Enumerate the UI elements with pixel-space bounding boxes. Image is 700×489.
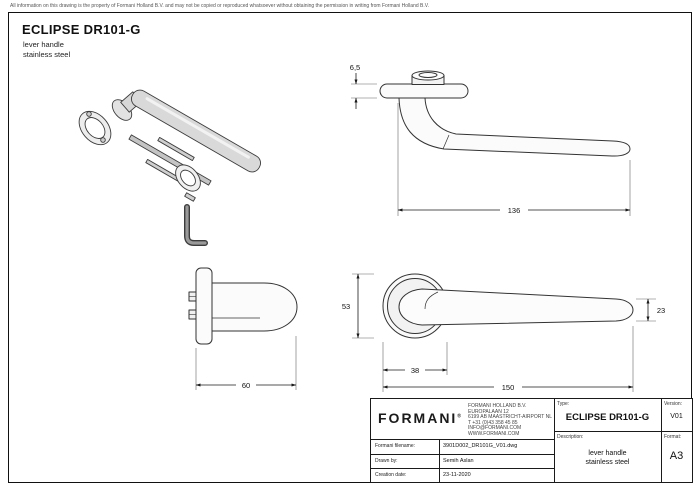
drawing-frame — [8, 12, 692, 483]
dim-rose-thickness: 6,5 — [350, 63, 377, 109]
product-subtitle-1: lever handle — [23, 40, 64, 49]
handle-grip — [131, 89, 261, 173]
version-value: V01 — [670, 413, 683, 420]
format-label: Format: — [664, 434, 682, 440]
dim-overall-length: 150 — [382, 326, 634, 393]
dim-projection: 136 — [397, 103, 631, 216]
screw-hole — [86, 111, 92, 117]
top-view — [379, 70, 631, 157]
dim-rose-width: 38 — [382, 342, 448, 392]
screw-hole — [100, 137, 106, 143]
type-label: Type: — [557, 401, 570, 407]
dim-label-grip-height: 23 — [657, 306, 665, 315]
format-value: A3 — [669, 450, 684, 462]
description-value: lever handle stainless steel — [585, 450, 630, 466]
type-value: ECLIPSE DR101-G — [565, 412, 650, 423]
dim-height: 53 — [338, 273, 374, 339]
lever — [398, 288, 634, 326]
creation-date-label: Creation date: — [375, 472, 407, 478]
front-view — [382, 273, 634, 339]
formani-logo: FORMANI® — [378, 410, 462, 426]
filename-value: 3901D002_DR101G_V01.dwg — [443, 443, 518, 449]
filename-label: Formani filename: — [375, 443, 416, 449]
side-view — [188, 267, 298, 345]
fixing-screw — [157, 136, 195, 162]
dim-label-overall-length: 150 — [502, 383, 515, 392]
dim-label-rose-width: 38 — [411, 366, 419, 375]
drawn-by-value: Semih Aslan — [443, 458, 474, 464]
product-subtitle-2: stainless steel — [23, 50, 71, 59]
description-label: Description: — [557, 434, 584, 440]
version-label: Version: — [664, 401, 683, 407]
drawn-by-label: Drawn by: — [375, 458, 398, 464]
grub-screw — [184, 192, 196, 202]
creation-date-value: 23-11-2020 — [443, 472, 471, 478]
exploded-view — [78, 89, 261, 246]
dim-grip-height: 23 — [636, 298, 665, 322]
dim-label-depth: 60 — [242, 381, 250, 390]
dim-depth: 60 — [195, 336, 297, 391]
dim-label-rose-thickness: 6,5 — [350, 63, 360, 72]
company-address: FORMANI HOLLAND B.V. EUROPALAAN 12 6199 … — [468, 403, 553, 437]
title-block: FORMANI® FORMANI HOLLAND B.V. EUROPALAAN… — [370, 398, 693, 483]
allen-key-icon — [184, 204, 208, 246]
copyright-disclaimer: All information on this drawing is the p… — [10, 3, 430, 9]
dim-label-height: 53 — [342, 302, 350, 311]
dim-label-projection: 136 — [508, 206, 521, 215]
product-title: ECLIPSE DR101-G — [22, 22, 141, 37]
